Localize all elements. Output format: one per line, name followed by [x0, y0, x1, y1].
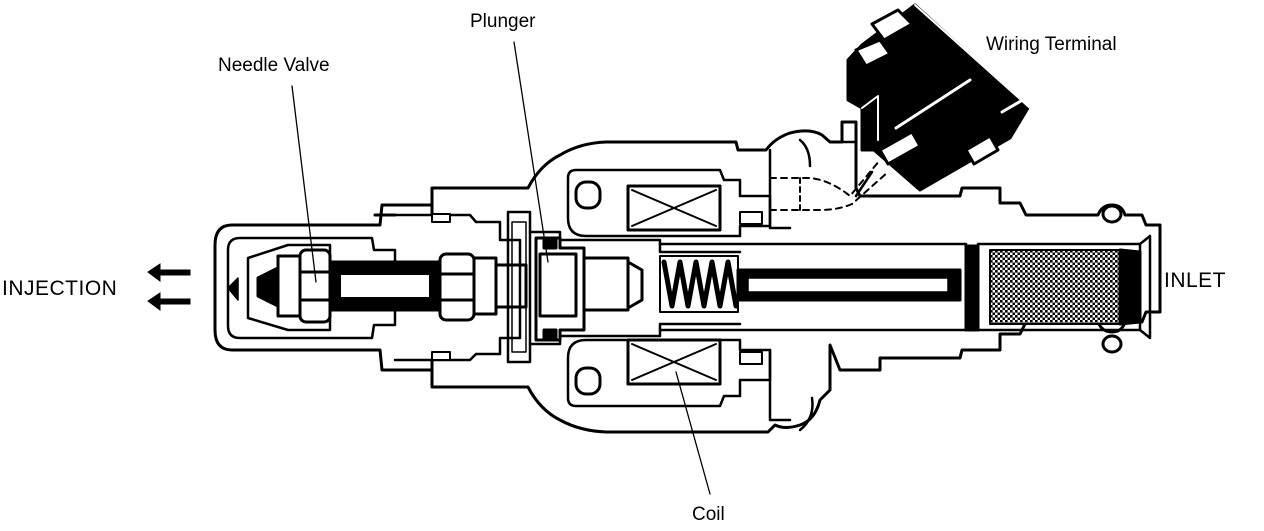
plunger — [534, 236, 644, 342]
label-injection: INJECTION — [2, 277, 118, 300]
leader-needle-valve — [291, 85, 317, 283]
coil-upper — [566, 168, 772, 238]
injection-arrows — [147, 263, 191, 311]
label-needle-valve: Needle Valve — [218, 55, 330, 76]
label-coil: Coil — [692, 504, 725, 525]
label-inlet: INLET — [1164, 269, 1227, 292]
body-outline-upper — [230, 120, 1162, 434]
coil-lower — [566, 338, 772, 408]
wiring-terminal-connector — [846, 3, 1031, 192]
spring — [659, 255, 739, 313]
nozzle-cap — [213, 223, 234, 352]
inlet-filter — [989, 249, 1121, 325]
needle-valve — [256, 248, 528, 324]
leader-coil — [675, 371, 711, 495]
label-plunger: Plunger — [470, 11, 536, 32]
label-wiring-terminal: Wiring Terminal — [986, 34, 1117, 55]
leader-plunger — [513, 41, 549, 263]
